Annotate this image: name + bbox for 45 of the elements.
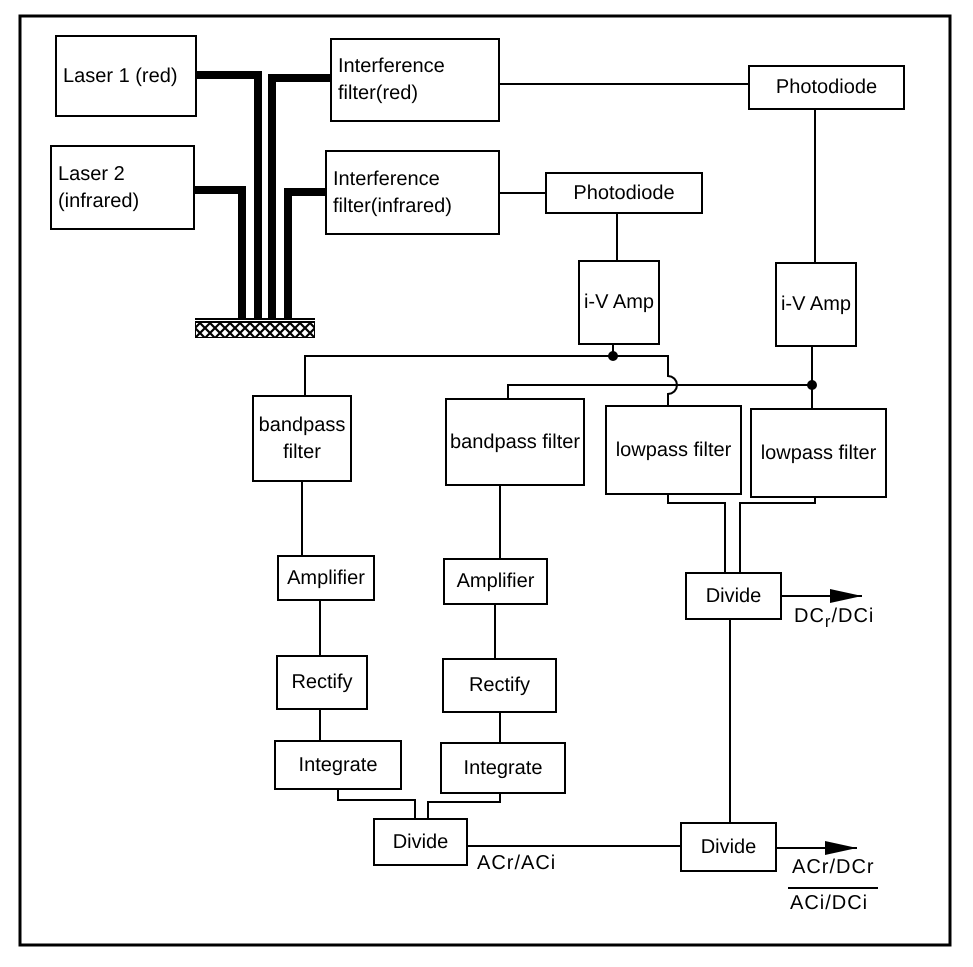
connector-line xyxy=(500,192,545,194)
process-box: Rectify xyxy=(442,658,557,713)
optical-fiber xyxy=(268,74,330,318)
process-box: lowpass filter xyxy=(750,408,887,498)
connector-line xyxy=(729,620,731,822)
process-box: Integrate xyxy=(274,740,402,790)
process-box: Integrate xyxy=(440,742,566,794)
output-label: ACi/DCi xyxy=(790,892,868,915)
process-box: Laser 1 (red) xyxy=(55,35,197,117)
connector-line xyxy=(499,486,501,558)
process-box: Divide xyxy=(373,818,468,866)
process-box: bandpass filter xyxy=(445,398,585,486)
process-box: Rectify xyxy=(276,655,368,710)
process-box: Divide xyxy=(685,572,782,620)
process-box: lowpass filter xyxy=(605,405,742,495)
process-box: bandpass filter xyxy=(252,395,352,482)
connector-line xyxy=(319,601,321,655)
connector-line xyxy=(301,482,303,555)
connector-line xyxy=(494,605,496,658)
process-box: Amplifier xyxy=(443,558,548,605)
connector-line xyxy=(616,214,618,260)
connector-line xyxy=(814,110,816,262)
connector-line xyxy=(739,498,816,572)
connector-line xyxy=(319,710,321,740)
connector-line xyxy=(427,794,501,818)
process-box: Divide xyxy=(680,822,777,872)
connector-line xyxy=(667,495,726,572)
optical-fiber xyxy=(197,71,262,318)
arrow xyxy=(782,589,862,603)
process-box: Amplifier xyxy=(277,555,375,601)
connector-line xyxy=(337,790,416,818)
probe-bar xyxy=(195,318,315,338)
connector-line xyxy=(468,845,680,847)
arrow xyxy=(777,841,857,855)
optical-fiber xyxy=(195,186,246,318)
connector-line xyxy=(499,713,501,742)
process-box: Photodiode xyxy=(748,65,905,110)
process-box: i-V Amp xyxy=(775,262,857,347)
process-box: Interference filter(infrared) xyxy=(325,150,500,235)
connector-line xyxy=(500,83,748,85)
process-box: i-V Amp xyxy=(578,260,660,345)
process-box: Interference filter(red) xyxy=(330,38,500,122)
process-box: Laser 2 (infrared) xyxy=(50,145,195,230)
process-box: Photodiode xyxy=(545,172,703,214)
optical-fiber xyxy=(284,188,325,318)
